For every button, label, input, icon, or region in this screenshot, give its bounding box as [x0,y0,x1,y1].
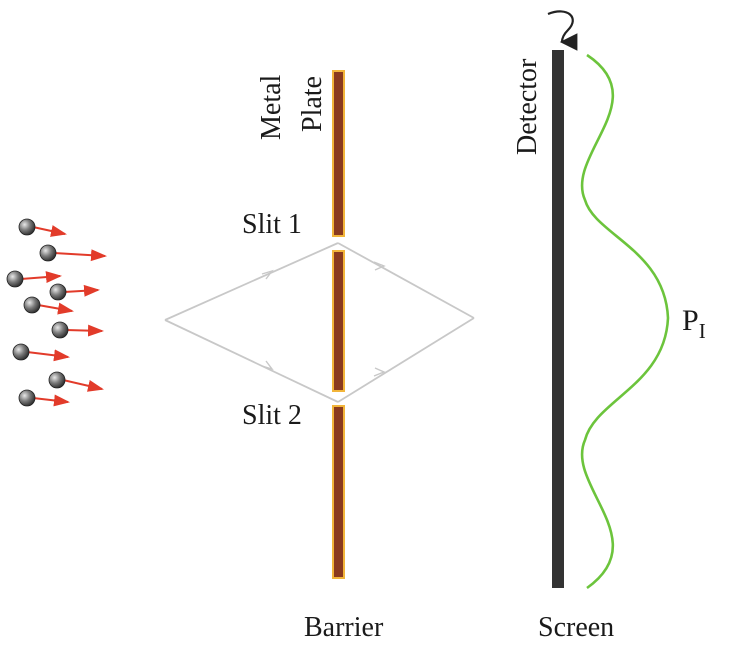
particle-direction-arrow [20,271,62,284]
sphere-icon [12,343,30,361]
particle-direction-arrow [53,249,107,262]
plate-label: Plate [297,76,328,132]
pattern-label-main: P [682,304,699,337]
sphere-icon [18,389,36,407]
slit1-label: Slit 1 [242,209,302,240]
particle-direction-arrow [32,225,67,237]
path-from-slit1 [337,242,475,319]
sphere-icon [23,296,41,314]
screen-label: Screen [538,612,614,643]
path-arrow-3 [373,261,386,271]
particle-direction-arrow [37,302,74,315]
interference-pattern-curve [580,53,670,590]
sphere-icon [51,321,69,339]
metal-label: Metal [256,74,287,140]
particle-direction-arrow [32,394,70,407]
interference-paths [164,242,475,403]
path-arrow-2 [261,360,274,371]
path-from-slit2 [337,317,475,403]
particle-source [6,218,107,407]
path-arrow-4 [373,367,386,377]
sphere-icon [39,244,57,262]
particle-direction-arrow [62,379,104,392]
sphere-icon [18,218,36,236]
pattern-label-sub: I [699,319,706,343]
sphere-icon [48,371,66,389]
particle-direction-arrow [26,349,70,362]
particle-direction-arrow [63,284,100,297]
sphere-icon [49,283,67,301]
slit2-label: Slit 2 [242,400,302,431]
path-to-slit1 [164,242,339,321]
barrier [332,70,345,579]
path-to-slit2 [164,319,339,403]
detector-label: Detector [512,58,543,155]
pattern-label: PI [682,304,706,343]
barrier-segment-bottom [332,405,345,579]
particle-direction-arrow [65,324,104,337]
sphere-icon [6,270,24,288]
barrier-label: Barrier [304,612,384,643]
path-arrow-1 [261,269,274,280]
detector-screen [552,50,564,588]
barrier-segment-middle [332,250,345,392]
barrier-segment-top [332,70,345,237]
curved-arrow-icon [547,10,578,51]
